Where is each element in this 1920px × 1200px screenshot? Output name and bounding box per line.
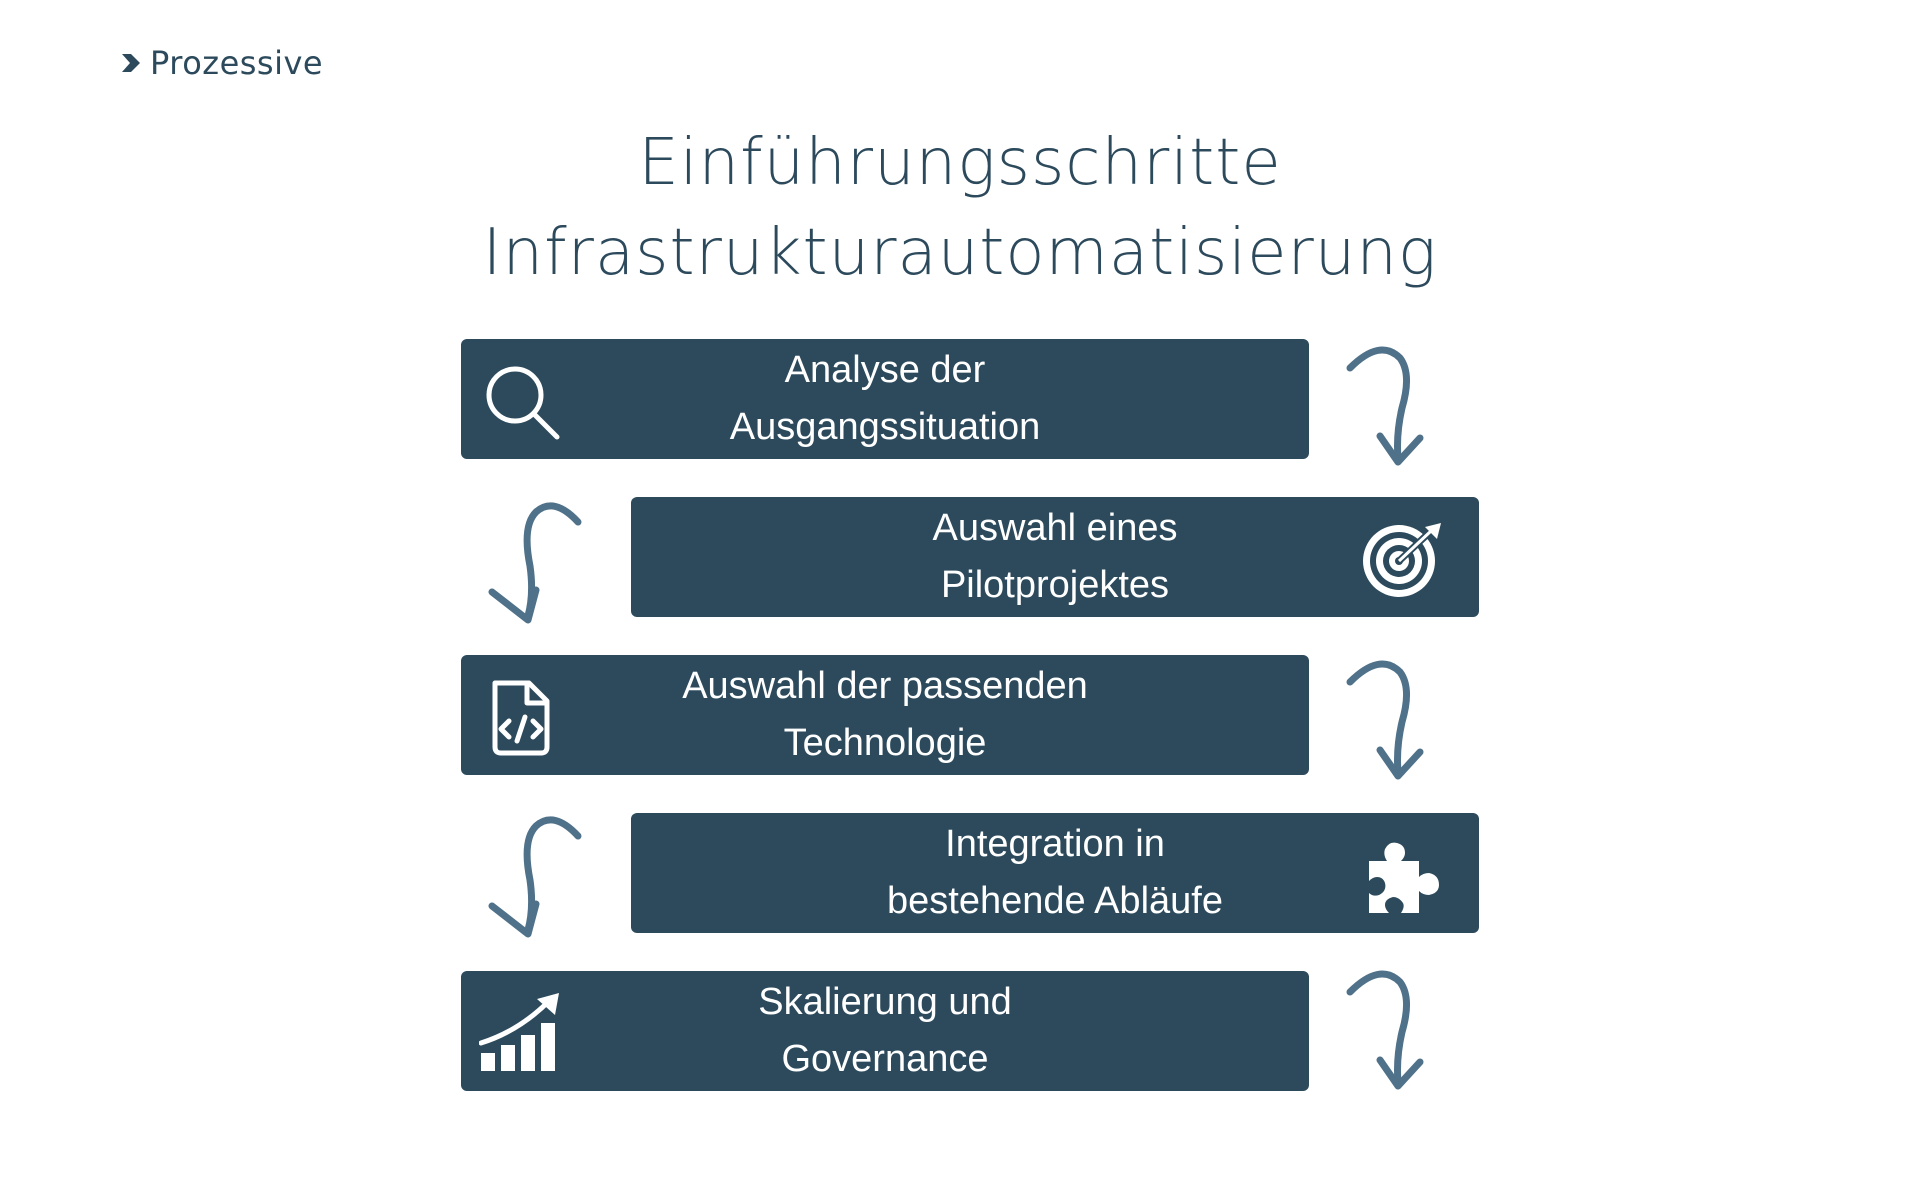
curved-arrow-down-icon xyxy=(1340,962,1440,1092)
step-label: Auswahl eines Pilotprojektes xyxy=(932,507,1178,606)
puzzle-piece-icon xyxy=(1359,833,1443,917)
step-technology: Auswahl der passenden Technologie xyxy=(461,655,1309,775)
brand-name: Prozessive xyxy=(150,44,324,82)
title-line-1: Einführungsschritte xyxy=(638,126,1282,200)
curved-arrow-down-icon xyxy=(484,810,584,940)
step-pilot: Auswahl eines Pilotprojektes xyxy=(631,497,1479,617)
growth-chart-icon xyxy=(479,991,563,1075)
title-line-2: Infrastrukturautomatisierung xyxy=(482,216,1438,290)
curved-arrow-down-icon xyxy=(1340,338,1440,468)
curved-arrow-down-icon xyxy=(1340,652,1440,782)
brand-logo: Prozessive xyxy=(118,44,323,82)
step-label: Skalierung und Governance xyxy=(758,981,1012,1080)
curved-arrow-down-icon xyxy=(484,496,584,626)
step-label: Integration in bestehende Abläufe xyxy=(887,823,1223,922)
magnifier-icon xyxy=(479,359,563,443)
step-scaling: Skalierung und Governance xyxy=(461,971,1309,1091)
target-icon xyxy=(1359,517,1443,601)
step-analysis: Analyse der Ausgangssituation xyxy=(461,339,1309,459)
code-file-icon xyxy=(479,675,563,759)
page-title: Einführungsschritte Infrastrukturautomat… xyxy=(0,118,1920,298)
chevron-right-icon xyxy=(122,54,140,72)
step-label: Auswahl der passenden Technologie xyxy=(682,665,1088,764)
step-integration: Integration in bestehende Abläufe xyxy=(631,813,1479,933)
step-label: Analyse der Ausgangssituation xyxy=(729,349,1041,448)
